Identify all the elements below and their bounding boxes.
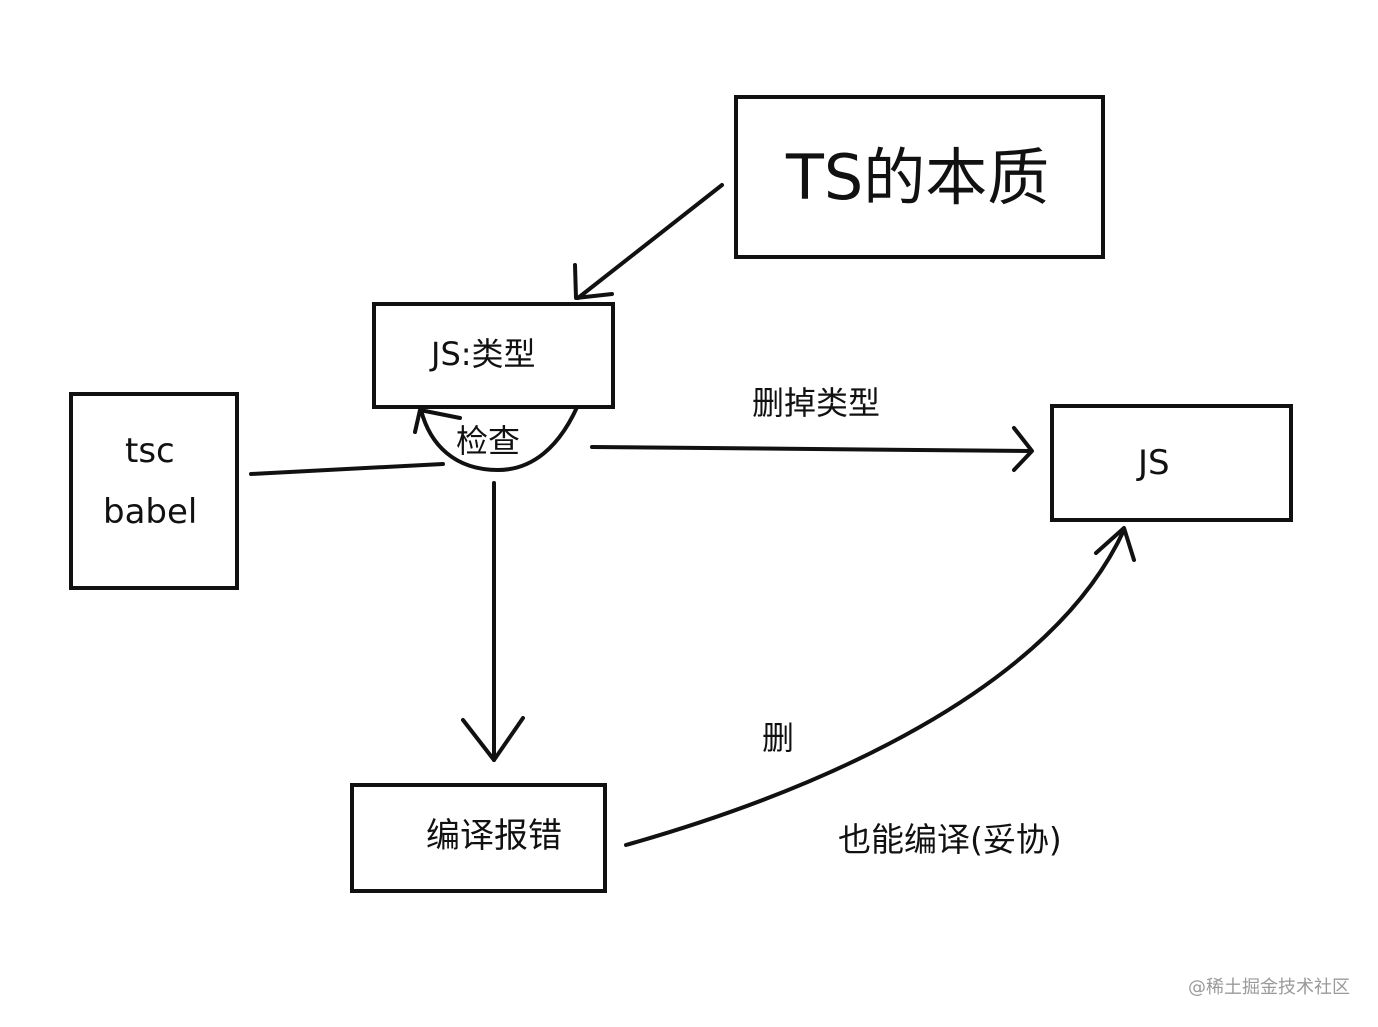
watermark: @稀土掘金技术社区: [1188, 977, 1350, 998]
compromise-label: 也能编译(妥协): [838, 820, 1062, 859]
ts-essence-label: TS的本质: [786, 141, 1050, 214]
js-node: JS: [1050, 404, 1293, 522]
edge-check-loop: [413, 396, 583, 472]
ts-essence-node: TS的本质: [734, 95, 1105, 259]
tsc-label: tsc: [125, 431, 175, 471]
tsc-babel-node: tsc babel: [69, 392, 239, 590]
edge-ts-essence-to-js-type: [573, 183, 724, 300]
compile-error-label: 编译报错: [426, 816, 562, 856]
edge-remove-types-to-js: [590, 426, 1034, 472]
js-label: JS: [1138, 443, 1170, 483]
edge-tsc-babel-connector: [249, 462, 445, 476]
compile-error-node: 编译报错: [350, 783, 607, 893]
edge-check-to-compile-error: [461, 481, 525, 762]
js-type-node: JS:类型: [372, 302, 615, 409]
remove-label: 删: [762, 719, 795, 757]
babel-label: babel: [103, 492, 198, 532]
edge-compile-error-to-js: [624, 526, 1136, 847]
js-type-label: JS:类型: [431, 335, 536, 373]
check-label: 检查: [456, 422, 521, 460]
remove-types-label: 删掉类型: [752, 384, 881, 422]
